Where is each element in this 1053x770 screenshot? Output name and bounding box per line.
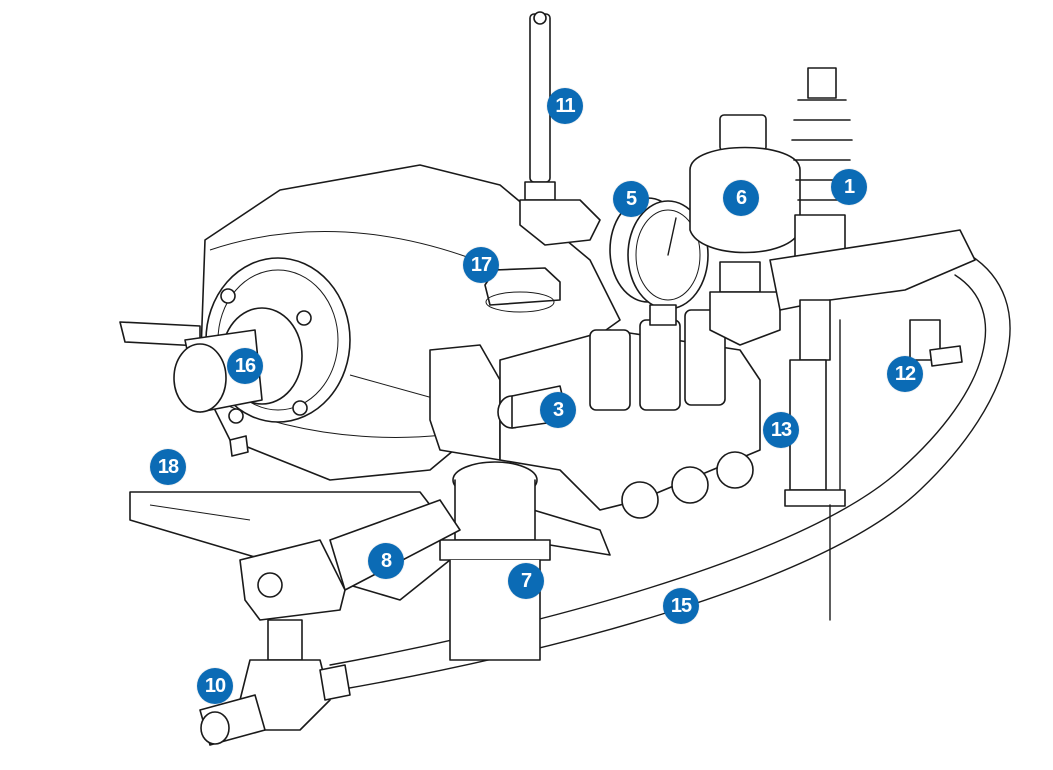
- callout-badge-7: 7: [508, 563, 544, 599]
- callout-badge-11: 11: [547, 88, 583, 124]
- drain-tee: [199, 619, 351, 746]
- unloader-valve: [769, 67, 976, 361]
- pressure-gauge: [609, 197, 709, 326]
- callout-badge-8: 8: [368, 543, 404, 579]
- pump-manifold: [429, 309, 761, 519]
- callout-badge-3: 3: [540, 392, 576, 428]
- callout-badge-12: 12: [887, 356, 923, 392]
- inlet-filter: [439, 461, 551, 661]
- shaft-flange: [119, 257, 351, 457]
- callout-badge-15: 15: [663, 588, 699, 624]
- callout-badge-17: 17: [463, 247, 499, 283]
- hose-barb: [909, 319, 963, 367]
- oil-sight-tube: [519, 11, 601, 246]
- callout-badge-5: 5: [613, 181, 649, 217]
- callout-badge-18: 18: [150, 449, 186, 485]
- callout-badge-10: 10: [197, 668, 233, 704]
- bypass-valve: [784, 319, 846, 621]
- callout-badge-6: 6: [723, 180, 759, 216]
- callout-badge-1: 1: [831, 169, 867, 205]
- callout-badge-13: 13: [763, 412, 799, 448]
- callout-badge-16: 16: [227, 348, 263, 384]
